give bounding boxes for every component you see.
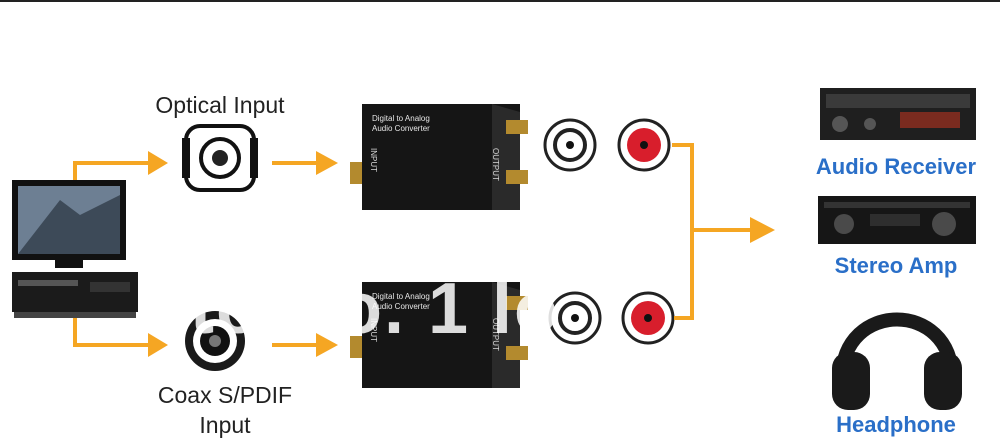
converter-top [350,104,528,210]
dvd-player-icon [12,272,138,318]
converter-top-title-line2: Audio Converter [372,124,430,133]
arrow-head-output [750,217,775,243]
headphone-label: Headphone [836,412,956,437]
watermark-text: to No. 1 lo [190,269,560,349]
stereo-amp-icon [818,196,976,244]
converter-bottom-title-line1: Digital to Analog [372,292,430,301]
converter-bottom-title-line2: Audio Converter [372,302,430,311]
coax-input-label-line2: Input [199,412,251,438]
headphone-icon [832,312,962,410]
converter-top-input-side: INPUT [369,148,378,172]
rca-white-connector-bottom [548,291,602,345]
rca-red-connector-top [617,118,671,172]
converter-top-title-line1: Digital to Analog [372,114,430,123]
coax-input-label-line1: Coax S/PDIF [157,382,293,408]
converter-bottom [350,282,528,388]
optical-connector-icon [182,124,258,192]
arrow-head-optical-converter [316,151,338,175]
optical-input-label: Optical Input [155,92,285,118]
rca-red-connector-bottom [621,291,675,345]
converter-top-output-side: OUTPUT [491,148,500,181]
rca-white-connector-top [543,118,597,172]
audio-receiver-icon [820,88,976,140]
audio-receiver-label: Audio Receiver [815,154,977,179]
source-arrows [73,161,150,347]
arrow-head-optical [148,151,168,175]
top-divider [0,0,1000,2]
arrow-head-coax [148,333,168,357]
stereo-amp-label: Stereo Amp [834,253,958,278]
arrow-head-coax-converter [316,333,338,357]
tv-icon [12,180,126,268]
merge-connector [672,143,752,320]
coax-connector-icon [185,311,245,371]
